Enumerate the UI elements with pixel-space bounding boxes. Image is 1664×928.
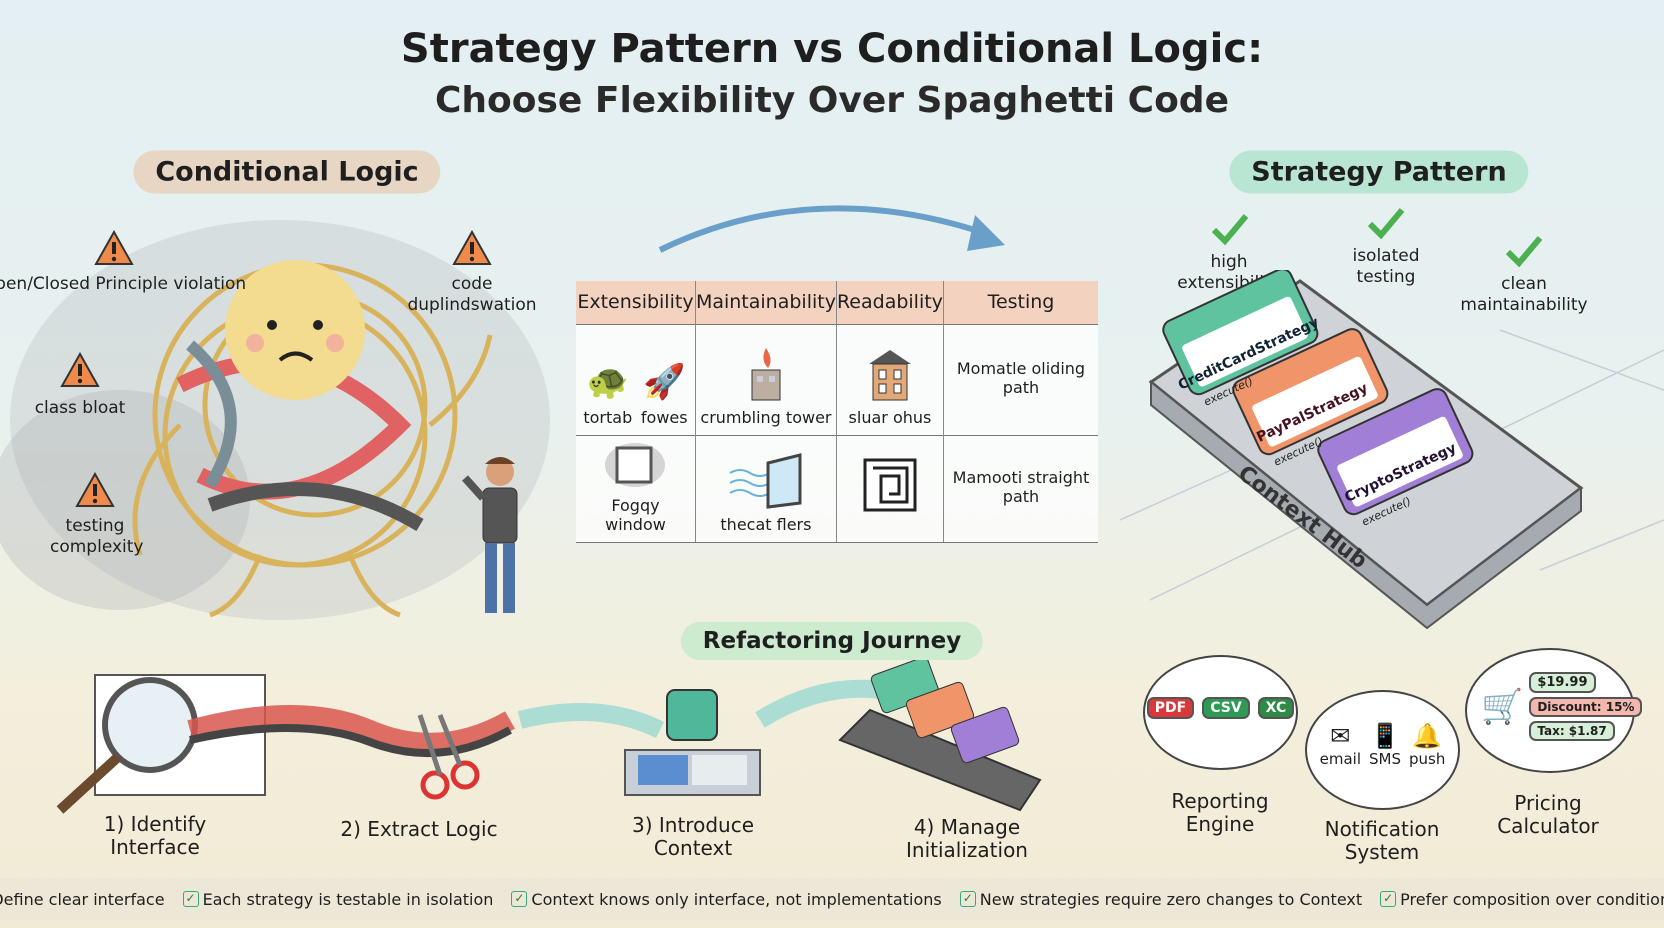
footer-item: ✓New strategies require zero changes to … <box>959 889 1363 909</box>
pricing-calculator-bubble: 🛒 $19.99 Discount: 15% Tax: $1.87 <box>1465 648 1643 773</box>
footer-item-text: Define clear interface <box>0 889 165 909</box>
header-readability: Readability <box>836 281 944 324</box>
warning-icon <box>94 229 134 270</box>
checkbox-icon: ✓ <box>1380 891 1397 907</box>
journey-path-illustration <box>56 660 1042 814</box>
warning-code-duplication: code duplindswation <box>407 274 537 315</box>
header-extensibility: Extensibility <box>576 281 696 324</box>
checkmark-icon <box>1367 208 1405 240</box>
title-line-2: Choose Flexibility Over Spaghetti Code <box>434 80 1229 121</box>
crumbling-tower-icon <box>751 347 781 400</box>
notification-system-label: Notification System <box>1324 817 1440 864</box>
cell-maintainability-1: crumbling tower <box>695 323 837 435</box>
maze-icon <box>863 458 917 511</box>
benefit-clean-maintainability: clean maintainability <box>1460 274 1588 315</box>
discount-tag: Discount: 15% <box>1529 697 1643 717</box>
refactoring-journey-heading: Refactoring Journey <box>680 622 984 660</box>
cell-testing-1: Momatle oliding path <box>943 323 1098 435</box>
footer-item-text: Each strategy is testable in isolation <box>202 889 494 909</box>
excel-file-icon: XC <box>1257 697 1295 719</box>
cell-maintainability-2: thecat flers <box>695 434 837 543</box>
cell-readability-2 <box>836 434 944 543</box>
pdf-file-icon: PDF <box>1146 697 1195 719</box>
strategy-card <box>1317 388 1474 516</box>
clear-window-icon <box>729 452 802 509</box>
cell-text: sluar ohus <box>848 407 932 427</box>
warning-class-bloat: class bloat <box>34 398 126 418</box>
checkmark-icon <box>1211 214 1249 246</box>
reporting-engine-bubble: PDF CSV XC <box>1143 655 1298 770</box>
envelope-icon: ✉ <box>1330 722 1351 750</box>
warning-icon <box>452 229 492 270</box>
footer-item: ✓Each strategy is testable in isolation <box>182 889 494 909</box>
step-2-extract-logic: 2) Extract Logic <box>340 817 498 841</box>
footer-item: ✓Define clear interface <box>0 890 165 909</box>
checkmark-icon <box>1505 236 1543 268</box>
warning-ocp-violation: Open/Closed Principle violation <box>0 274 247 294</box>
context-hub-illustration <box>1120 270 1664 630</box>
spaghetti-monster-illustration <box>132 260 493 618</box>
puzzle-piece-icon <box>666 689 718 741</box>
notification-system-bubble: ✉email 📱SMS 🔔push <box>1305 690 1460 810</box>
footer-item: ✓Context knows only interface, not imple… <box>511 889 942 909</box>
step-1-identify-interface: 1) Identify Interface <box>103 812 207 859</box>
header-maintainability: Maintainability <box>695 281 837 324</box>
checkbox-icon: ✓ <box>959 891 976 907</box>
cell-testing-2: Mamooti straight path <box>943 434 1098 543</box>
checkbox-icon: ✓ <box>511 891 528 907</box>
scissors-icon <box>417 714 480 800</box>
cell-text: fowes <box>640 407 688 427</box>
shopping-cart-icon: 🛒 <box>1481 686 1524 727</box>
strategy-card <box>1162 270 1319 396</box>
cell-readability-1: sluar ohus <box>836 323 944 435</box>
transition-arrow-icon <box>658 205 1005 253</box>
cell-text: thecat flers <box>720 514 812 534</box>
warning-testing-complexity: testing complexity <box>50 516 144 557</box>
tax-tag: Tax: $1.87 <box>1529 721 1615 741</box>
phone-icon: 📱 <box>1370 722 1400 750</box>
footer-checklist: ✓Define clear interface ✓Each strategy i… <box>0 878 1664 920</box>
turtle-icon: 🐢 <box>586 361 629 402</box>
reporting-engine-label: Reporting Engine <box>1171 789 1269 836</box>
footer-item: ✓Prefer composition over conditionals <box>1380 890 1664 909</box>
strategy-pattern-heading: Strategy Pattern <box>1229 150 1529 194</box>
checkbox-icon: ✓ <box>182 891 199 907</box>
sms-label: SMS <box>1369 750 1401 768</box>
warning-icon <box>75 471 115 512</box>
pricing-calculator-label: Pricing Calculator <box>1497 791 1599 838</box>
price-tag: $19.99 <box>1529 672 1596 693</box>
footer-item-text: Context knows only interface, not implem… <box>531 889 942 909</box>
email-label: email <box>1319 750 1361 768</box>
warning-icon <box>60 351 100 392</box>
comparison-table: Extensibility Maintainability Readabilit… <box>576 281 1098 543</box>
strategy-card <box>1232 328 1389 456</box>
footer-item-text: Prefer composition over conditionals <box>1400 889 1664 909</box>
conditional-logic-heading: Conditional Logic <box>133 150 441 194</box>
csv-file-icon: CSV <box>1202 697 1250 719</box>
footer-item-text: New strategies require zero changes to C… <box>979 889 1363 909</box>
foggy-window-icon <box>605 442 666 487</box>
house-icon <box>868 349 911 400</box>
cell-text: crumbling tower <box>700 407 832 427</box>
cell-text: Fogqy window <box>605 495 666 534</box>
benefit-isolated-testing: isolated testing <box>1352 246 1420 287</box>
rocket-icon: 🚀 <box>643 361 686 402</box>
confused-developer-illustration <box>462 457 518 613</box>
cell-extensibility-2: Fogqy window <box>576 434 696 543</box>
cell-extensibility-1: 🐢 tortab 🚀 fowes <box>576 323 696 435</box>
title-line-1: Strategy Pattern vs Conditional Logic: <box>400 26 1264 72</box>
step-3-introduce-context: 3) Introduce Context <box>632 813 754 860</box>
step-4-manage-initialization: 4) Manage Initialization <box>906 815 1028 862</box>
bell-icon: 🔔 <box>1412 722 1443 750</box>
push-label: push <box>1409 750 1446 768</box>
cell-text: tortab <box>583 407 633 427</box>
header-testing: Testing <box>943 281 1098 324</box>
